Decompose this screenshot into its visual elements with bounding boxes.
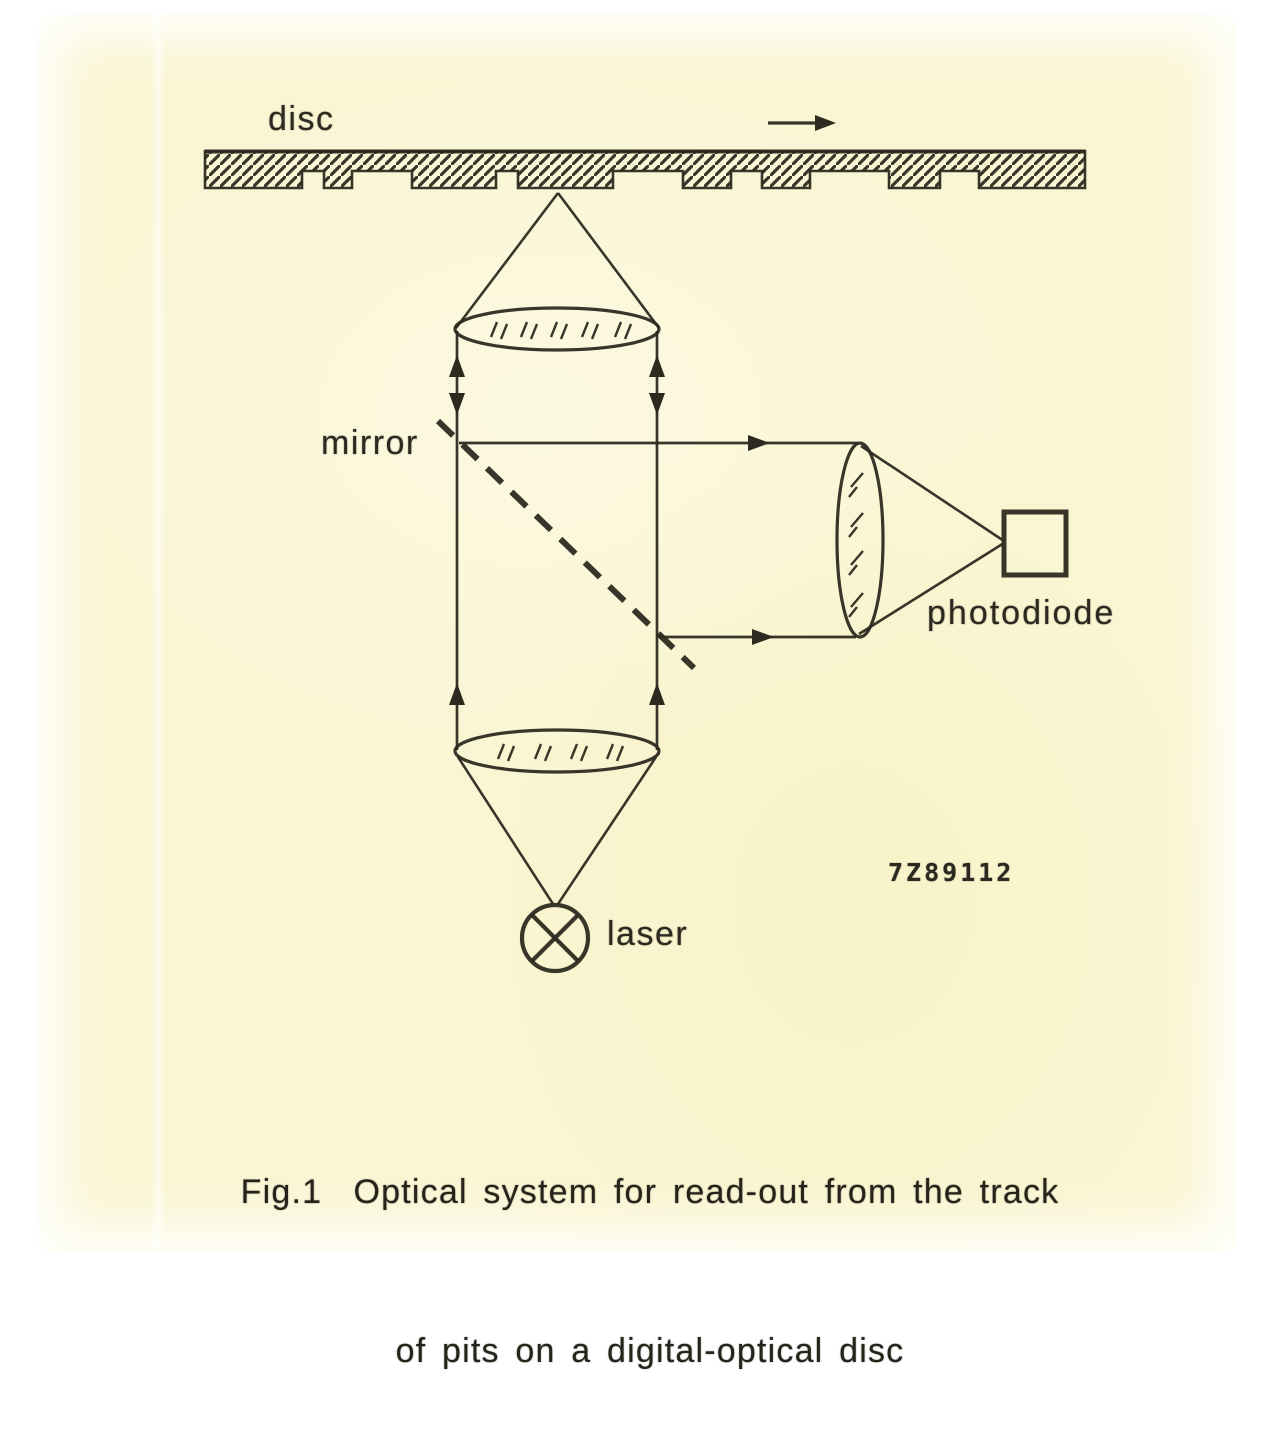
optical-system-diagram	[203, 115, 1087, 974]
vertical-beams	[455, 331, 659, 750]
figure-caption: Fig.1 Optical system for read-out from t…	[160, 1060, 1140, 1431]
focus-cone	[454, 192, 661, 329]
laser-symbol	[519, 902, 591, 974]
beam-direction-arrows	[449, 355, 665, 705]
part-code: 7Z89112	[888, 858, 1015, 887]
objective-lens	[453, 306, 661, 352]
mirror-label: mirror	[321, 424, 419, 462]
scanned-figure-page: { "labels": { "disc": "disc", "mirror": …	[38, 14, 1236, 1370]
lens-glass-ticks	[848, 472, 864, 618]
up-arrowhead	[649, 683, 665, 705]
horizontal-beam-arrows	[748, 435, 774, 645]
disc-motion-arrow-icon	[768, 115, 836, 131]
disc-label: disc	[268, 100, 335, 138]
up-arrowhead	[649, 355, 665, 377]
disc-track	[203, 149, 1087, 190]
down-arrowhead	[649, 393, 665, 415]
disc-bar-with-pits	[203, 149, 1087, 190]
scan-artifact-streak	[150, 14, 166, 1252]
photodiode-label: photodiode	[927, 594, 1116, 632]
photodiode-symbol	[1001, 509, 1069, 578]
up-arrowhead	[449, 683, 465, 705]
laser-cone	[456, 756, 658, 905]
condenser-lens	[835, 441, 885, 639]
lens-glass-ticks	[496, 743, 625, 762]
caption-line-1: Fig.1 Optical system for read-out from t…	[240, 1173, 1060, 1211]
horizontal-beams	[459, 441, 858, 639]
lens-glass-ticks	[489, 321, 633, 340]
right-arrowhead	[752, 629, 774, 645]
paper-background	[38, 14, 1236, 1252]
up-arrowhead	[449, 355, 465, 377]
laser-label: laser	[607, 915, 689, 953]
down-arrowhead	[449, 393, 465, 415]
right-arrowhead	[748, 435, 770, 451]
caption-line-2: of pits on a digital-optical disc	[395, 1332, 905, 1370]
mirror-dashed-line	[435, 418, 697, 671]
photodiode-cone	[858, 444, 1005, 636]
collimator-lens	[453, 728, 661, 774]
